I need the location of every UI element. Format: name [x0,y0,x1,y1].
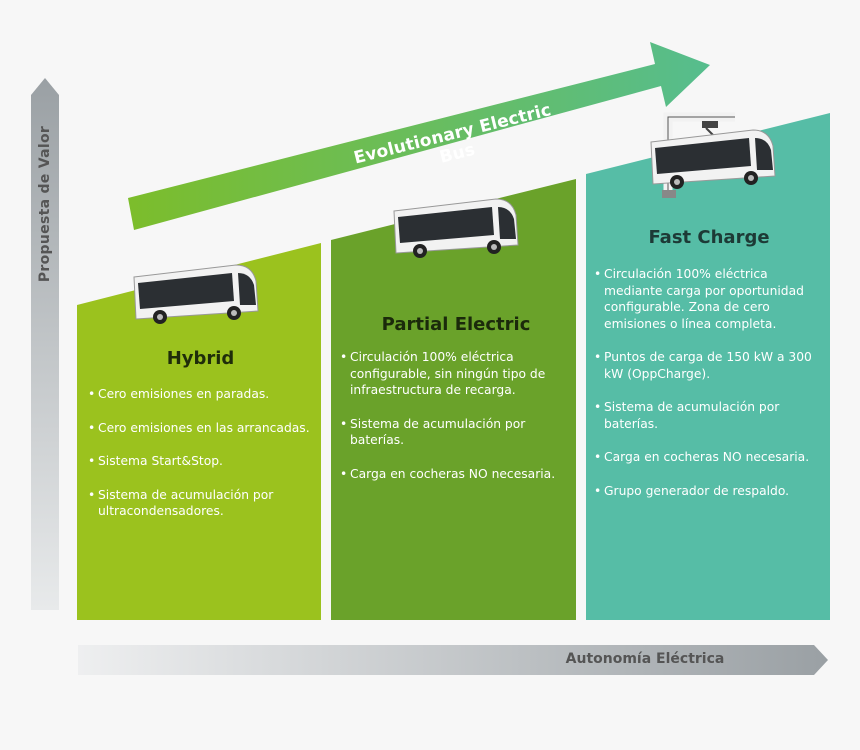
y-axis-label: Propuesta de Valor [37,125,53,283]
stage-bullets: Cero emisiones en paradas. Cero emisione… [88,386,313,520]
x-axis-arrow [78,645,828,675]
y-axis-arrow [31,78,59,610]
stage-title: Partial Electric [381,314,531,335]
bullet-item: Circulación 100% eléctrica mediante carg… [594,266,824,332]
bus-hybrid-icon [133,264,259,324]
evolution-arrow [128,42,710,230]
bullet-item: Sistema de acumulación por baterías. [594,399,824,432]
bullet-item: Circulación 100% eléctrica configurable,… [340,349,572,399]
bullet-item: Carga en cocheras NO necesaria. [340,466,572,483]
stage-title: Fast Charge [648,227,770,248]
stage-fast-charge: Fast Charge Circulación 100% eléctrica m… [594,227,824,516]
x-axis-label: Autonomía Eléctrica [565,651,725,667]
bullet-item: Carga en cocheras NO necesaria. [594,449,824,466]
stage-bullets: Circulación 100% eléctrica configurable,… [340,349,572,482]
stage-title: Hybrid [166,348,235,369]
stage-partial-electric: Partial Electric Circulación 100% eléctr… [340,314,572,499]
bullet-item: Sistema Start&Stop. [88,453,313,470]
bus-fast-charge-icon [650,129,776,189]
bullet-item: Cero emisiones en las arrancadas. [88,420,313,437]
bullet-item: Sistema de acumulación por baterías. [340,416,572,449]
bullet-item: Puntos de carga de 150 kW a 300 kW (OppC… [594,349,824,382]
stage-bullets: Circulación 100% eléctrica mediante carg… [594,266,824,499]
stage-hybrid: Hybrid Cero emisiones en paradas. Cero e… [88,348,313,537]
bullet-item: Grupo generador de respaldo. [594,483,824,500]
bullet-item: Cero emisiones en paradas. [88,386,313,403]
panel-partial [331,179,576,620]
bullet-item: Sistema de acumulación por ultracondensa… [88,487,313,520]
bus-partial-electric-icon [393,198,519,258]
